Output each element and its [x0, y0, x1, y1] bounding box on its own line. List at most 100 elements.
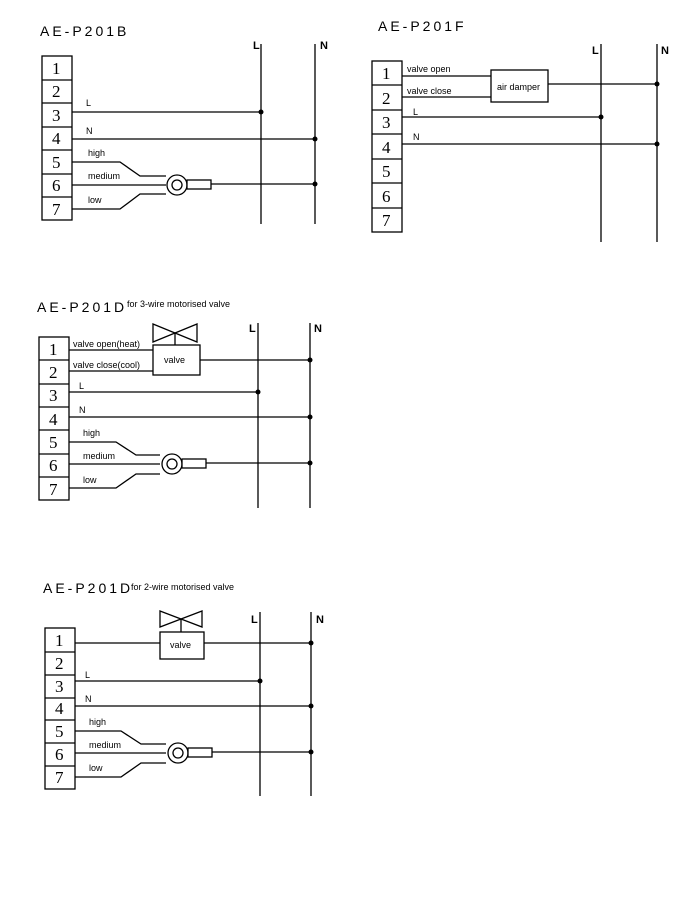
- terminal-1: 1: [382, 64, 391, 83]
- low-speed-wire: [69, 473, 160, 489]
- terminal-5: 5: [55, 722, 64, 741]
- junction-dot: [654, 141, 660, 147]
- fan-motor-icon: [166, 174, 212, 196]
- diagram-subtitle: for 3-wire motorised valve: [127, 299, 230, 309]
- neutral-wire-label: N: [85, 694, 92, 704]
- live-rail-label: L: [592, 45, 599, 57]
- terminal-7: 7: [55, 768, 64, 787]
- diagram-ae-p201b: AE-P201B L N 1 2 3 4 5 6 7 L N: [40, 23, 328, 224]
- terminal-7: 7: [49, 480, 58, 499]
- junction-dot: [654, 81, 660, 87]
- medium-speed-label: medium: [88, 171, 120, 181]
- low-speed-label: low: [88, 195, 102, 205]
- valve-label: valve: [170, 640, 191, 650]
- terminal-6: 6: [382, 187, 391, 206]
- terminal-7: 7: [382, 211, 391, 230]
- terminal-4: 4: [55, 699, 64, 718]
- terminal-3: 3: [382, 113, 391, 132]
- neutral-rail-label: N: [661, 45, 669, 57]
- diagram-ae-p201f: AE-P201F L N 1 2 3 4 5 6 7 valve open va…: [371, 18, 669, 242]
- terminal-2: 2: [52, 82, 61, 101]
- diagram-title: AE-P201D: [37, 299, 127, 315]
- low-speed-wire: [75, 762, 166, 778]
- terminal-3: 3: [55, 677, 64, 696]
- valve-icon: [173, 323, 198, 343]
- low-speed-label: low: [83, 475, 97, 485]
- diagram-title: AE-P201B: [40, 23, 129, 39]
- fan-motor-icon: [167, 742, 213, 764]
- live-wire-label: L: [79, 381, 84, 391]
- junction-dot: [308, 703, 314, 709]
- terminal-2: 2: [382, 89, 391, 108]
- neutral-rail-label: N: [314, 323, 322, 335]
- live-wire-label: L: [413, 107, 418, 117]
- fan-motor-icon: [161, 453, 207, 475]
- diagram-subtitle: for 2-wire motorised valve: [131, 582, 234, 592]
- junction-dot: [312, 181, 318, 187]
- junction-dot: [308, 749, 314, 755]
- terminal-1: 1: [49, 340, 58, 359]
- valve-label: valve: [164, 355, 185, 365]
- valve-icon: [179, 610, 203, 628]
- terminal-block: 1 2 3 4 5 6 7: [38, 336, 70, 501]
- medium-speed-label: medium: [89, 740, 121, 750]
- terminal-7: 7: [52, 200, 61, 219]
- neutral-rail-label: N: [320, 40, 328, 52]
- valve-close-label: valve close(cool): [73, 360, 140, 370]
- terminal-4: 4: [49, 410, 58, 429]
- junction-dot: [308, 640, 314, 646]
- neutral-wire-label: N: [86, 126, 93, 136]
- valve-close-label: valve close: [407, 86, 452, 96]
- valve-icon: [159, 610, 183, 628]
- terminal-block: 1 2 3 4 5 6 7: [44, 627, 76, 790]
- diagram-ae-p201d-3wire: AE-P201D for 3-wire motorised valve L N …: [37, 299, 322, 508]
- high-speed-label: high: [88, 148, 105, 158]
- terminal-3: 3: [52, 106, 61, 125]
- terminal-4: 4: [382, 138, 391, 157]
- diagram-title: AE-P201F: [378, 18, 467, 34]
- terminal-block: 1 2 3 4 5 6 7: [371, 60, 403, 233]
- live-wire-label: L: [85, 670, 90, 680]
- low-speed-wire: [72, 193, 166, 210]
- high-speed-label: high: [89, 717, 106, 727]
- air-damper-box: air damper: [490, 69, 549, 103]
- live-rail-label: L: [249, 323, 256, 335]
- valve-open-label: valve open: [407, 64, 451, 74]
- neutral-rail-label: N: [316, 614, 324, 626]
- junction-dot: [255, 389, 261, 395]
- motorised-valve: valve: [152, 323, 201, 376]
- junction-dot: [312, 136, 318, 142]
- terminal-6: 6: [52, 176, 61, 195]
- live-rail-label: L: [253, 40, 260, 52]
- live-wire-label: L: [86, 98, 91, 108]
- terminal-6: 6: [55, 745, 64, 764]
- junction-dot: [307, 460, 313, 466]
- terminal-1: 1: [52, 59, 61, 78]
- terminal-5: 5: [52, 153, 61, 172]
- terminal-4: 4: [52, 129, 61, 148]
- diagram-ae-p201d-2wire: AE-P201D for 2-wire motorised valve L N …: [43, 580, 324, 796]
- terminal-2: 2: [49, 363, 58, 382]
- junction-dot: [598, 114, 604, 120]
- neutral-wire-label: N: [79, 405, 86, 415]
- high-speed-wire: [72, 161, 166, 177]
- valve-icon: [152, 323, 177, 343]
- terminal-1: 1: [55, 631, 64, 650]
- terminal-block: 1 2 3 4 5 6 7: [41, 55, 73, 221]
- air-damper-label: air damper: [497, 82, 540, 92]
- junction-dot: [307, 414, 313, 420]
- junction-dot: [307, 357, 313, 363]
- terminal-2: 2: [55, 654, 64, 673]
- terminal-5: 5: [49, 433, 58, 452]
- high-speed-wire: [75, 730, 166, 745]
- neutral-wire-label: N: [413, 132, 420, 142]
- terminal-5: 5: [382, 162, 391, 181]
- junction-dot: [258, 109, 264, 115]
- live-rail-label: L: [251, 614, 258, 626]
- diagram-title: AE-P201D: [43, 580, 133, 596]
- valve-open-label: valve open(heat): [73, 339, 140, 349]
- terminal-3: 3: [49, 386, 58, 405]
- high-speed-wire: [69, 441, 160, 456]
- junction-dot: [257, 678, 263, 684]
